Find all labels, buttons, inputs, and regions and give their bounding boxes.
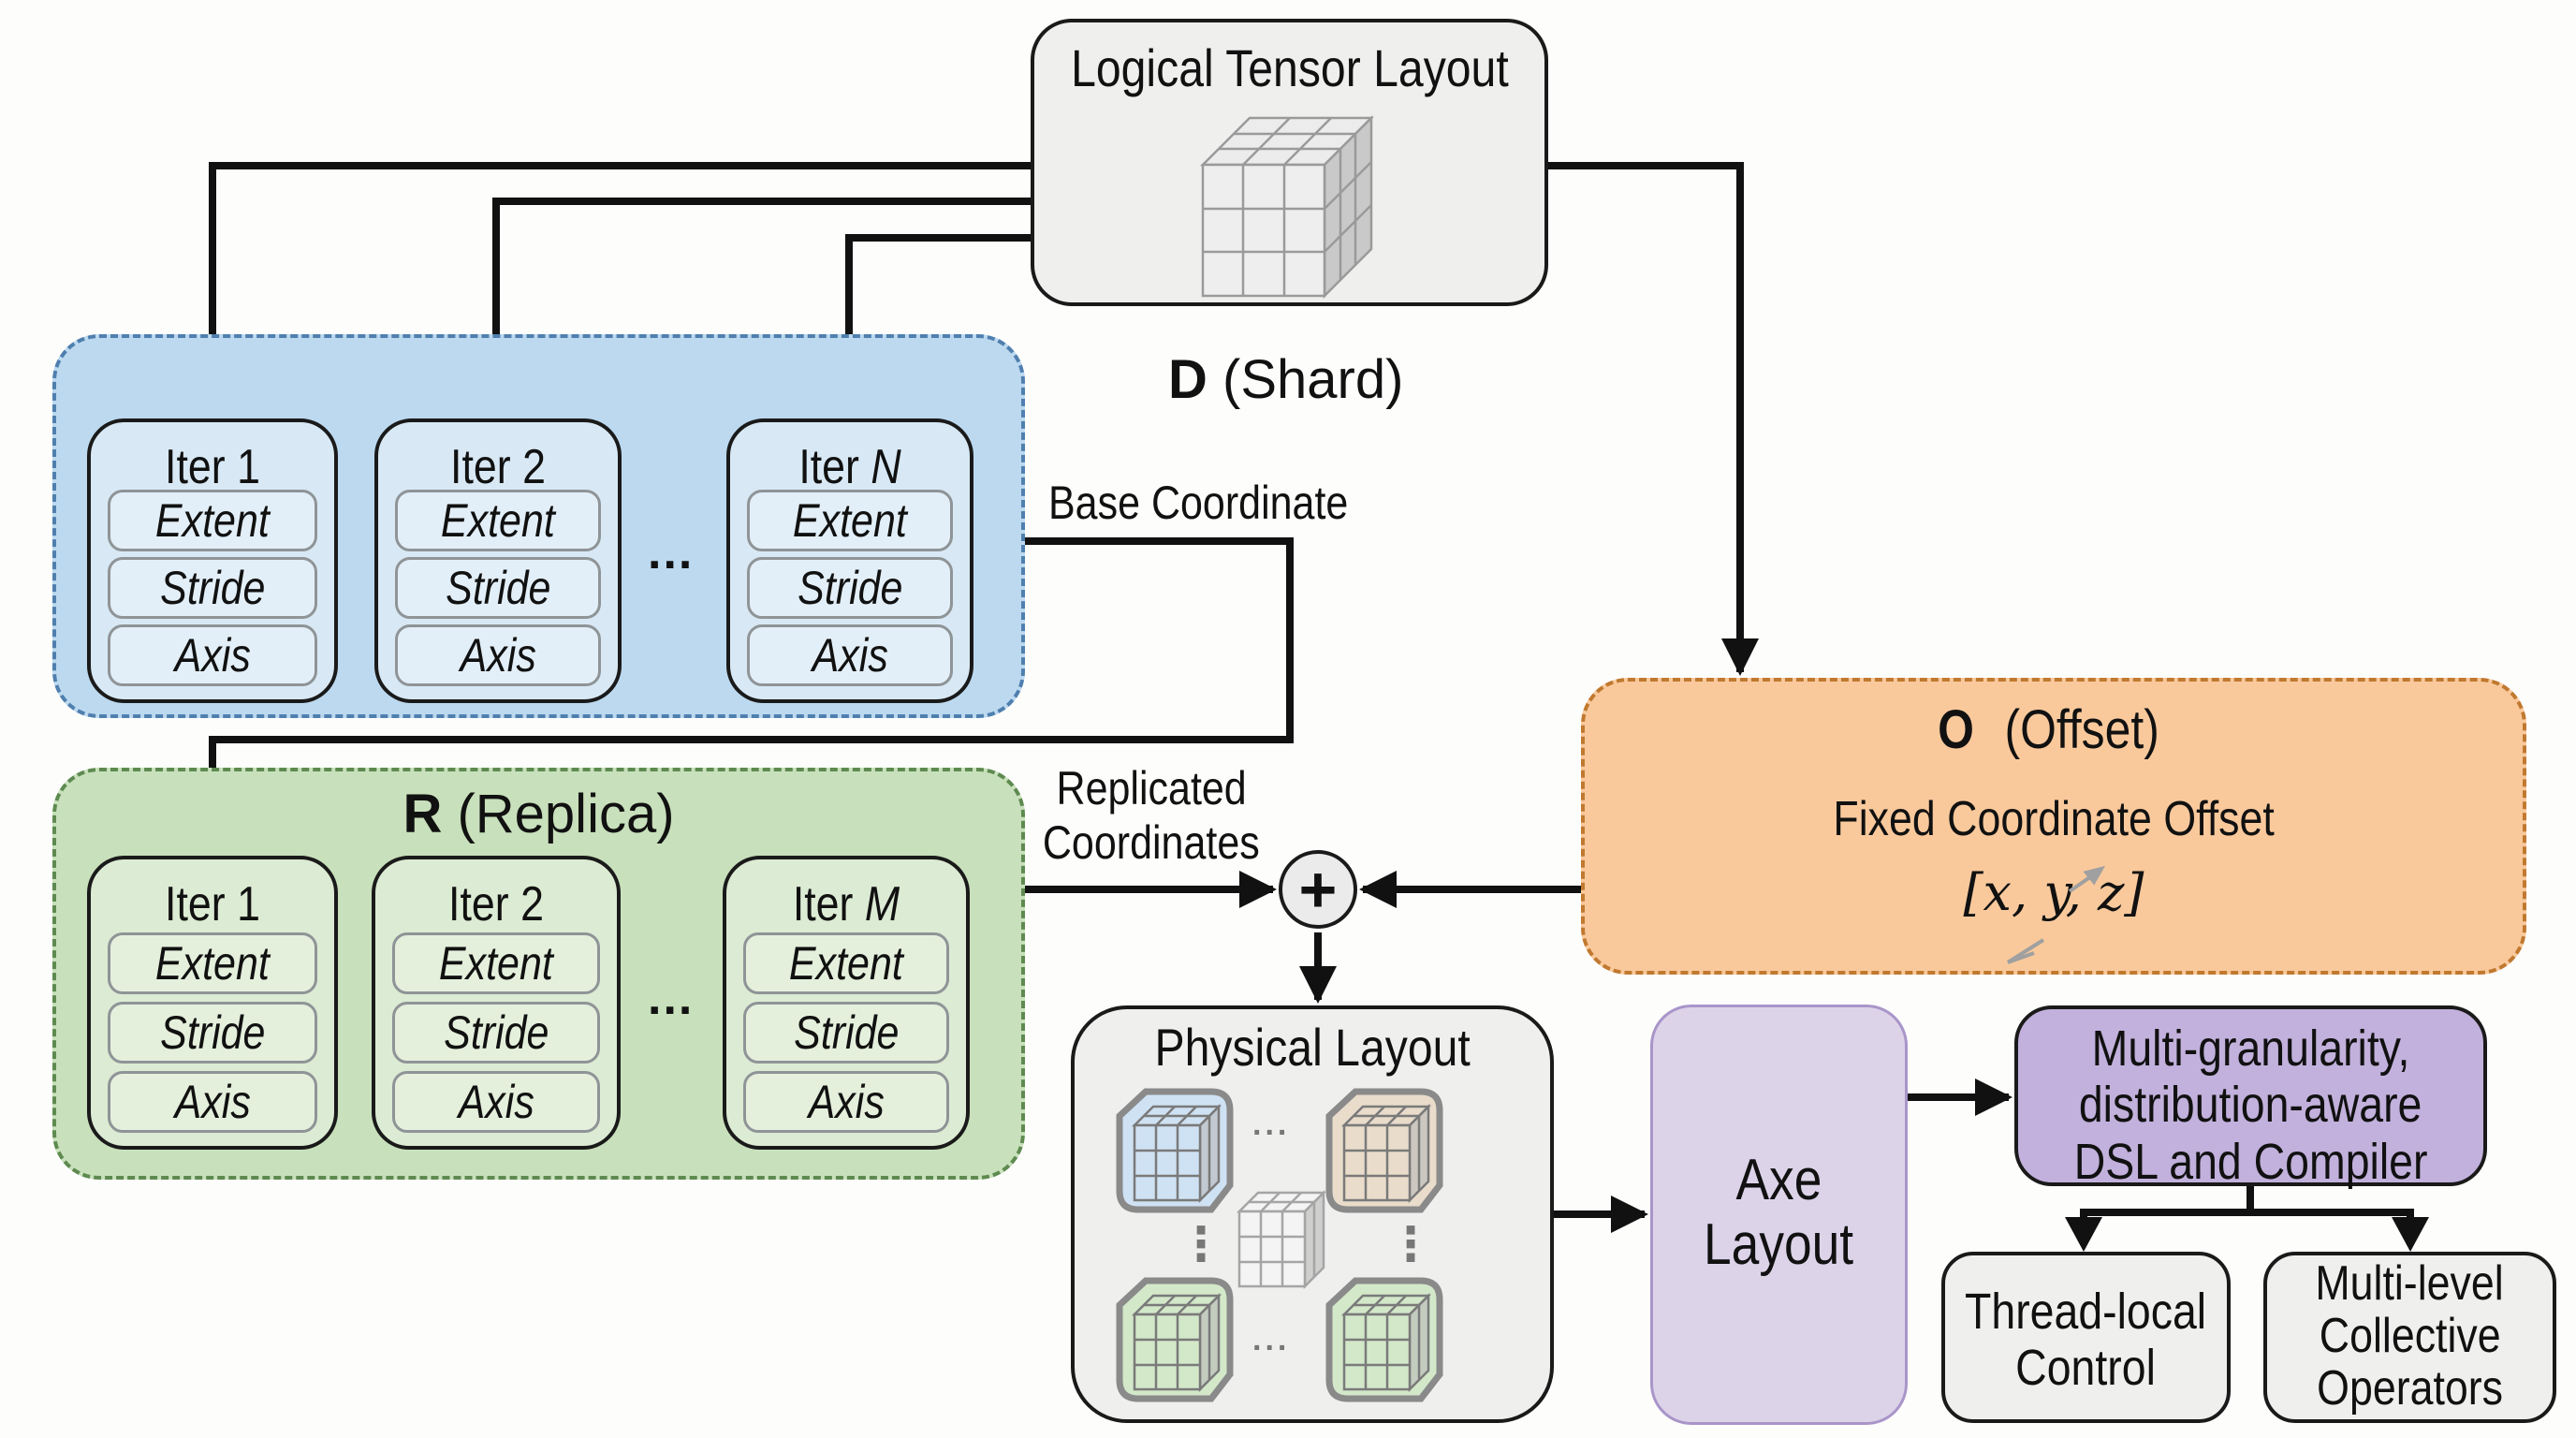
replica-tile-c-cube-icon bbox=[1325, 1277, 1443, 1402]
extent-field: Extent bbox=[392, 932, 600, 994]
plus-icon: + bbox=[1279, 850, 1357, 929]
replica-iter-1[interactable]: Iter 1 Extent Stride Axis bbox=[87, 856, 338, 1150]
extent-field: Extent bbox=[395, 490, 601, 551]
offset-direction-arrows-icon bbox=[2006, 865, 2106, 964]
stride-field: Stride bbox=[392, 1002, 600, 1064]
axe-layout-title: Axe Layout bbox=[1704, 1148, 1854, 1278]
stride-field: Stride bbox=[747, 557, 953, 619]
ellipsis-bottom: ... bbox=[1252, 1322, 1291, 1357]
iter-title: Iter 2 bbox=[450, 440, 546, 494]
offset-title: O (Offset) bbox=[1938, 699, 2160, 760]
extent-field: Extent bbox=[747, 490, 953, 551]
iter-title: Iter M bbox=[792, 877, 900, 932]
logical-tensor-layout-box: Logical Tensor Layout bbox=[1031, 19, 1548, 306]
replica-tile-b-cube-icon bbox=[1116, 1277, 1234, 1402]
base-coordinate-label: Base Coordinate bbox=[1048, 477, 1349, 529]
dsl-compiler-box: Multi-granularity, distribution-aware DS… bbox=[2014, 1005, 2487, 1190]
iter-title: Iter 1 bbox=[165, 877, 260, 932]
shard-tile-cube-icon bbox=[1116, 1088, 1234, 1213]
replicated-coordinates-label: Replicated Coordinates bbox=[1043, 762, 1260, 869]
collective-operators-box: Multi-level Collective Operators bbox=[2263, 1252, 2556, 1423]
thread-local-control-title: Thread-local Control bbox=[1965, 1284, 2207, 1397]
extent-field: Extent bbox=[108, 932, 317, 994]
arrow-dsl-branch bbox=[2080, 1186, 2414, 1245]
stride-field: Stride bbox=[108, 1002, 317, 1064]
extent-field: Extent bbox=[108, 490, 317, 551]
stride-field: Stride bbox=[108, 557, 317, 619]
center-cube-icon bbox=[1236, 1189, 1327, 1290]
stride-field: Stride bbox=[743, 1002, 949, 1064]
stride-field: Stride bbox=[395, 557, 601, 619]
axis-field: Axis bbox=[743, 1071, 949, 1133]
replica-label: R (Replica) bbox=[402, 784, 675, 844]
logical-tensor-layout-title: Logical Tensor Layout bbox=[1070, 38, 1509, 97]
axis-field: Axis bbox=[747, 624, 953, 686]
thread-local-control-box: Thread-local Control bbox=[1941, 1252, 2231, 1423]
arrow-logical-to-shard-iter-1 bbox=[194, 162, 1031, 416]
dsl-compiler-title: Multi-granularity, distribution-aware DS… bbox=[2073, 1020, 2428, 1190]
shard-iter-2[interactable]: Iter 2 Extent Stride Axis bbox=[374, 418, 622, 703]
replica-iter-m[interactable]: Iter M Extent Stride Axis bbox=[723, 856, 970, 1150]
iter-title: Iter 1 bbox=[165, 440, 260, 494]
replica-ellipsis: ... bbox=[648, 971, 695, 1025]
offset-group: O (Offset) Fixed Coordinate Offset [x, y… bbox=[1581, 678, 2526, 975]
axe-layout-box: Axe Layout bbox=[1650, 1005, 1908, 1425]
arrowhead-thread-local bbox=[2065, 1217, 2102, 1252]
iter-title: Iter N bbox=[798, 440, 901, 494]
axis-field: Axis bbox=[108, 624, 317, 686]
offset-subtitle: Fixed Coordinate Offset bbox=[1833, 792, 2275, 846]
extent-field: Extent bbox=[743, 932, 949, 994]
axis-field: Axis bbox=[392, 1071, 600, 1133]
shard-iter-1[interactable]: Iter 1 Extent Stride Axis bbox=[87, 418, 338, 703]
cube-3x3x3-icon bbox=[1199, 114, 1375, 300]
replica-tile-a-cube-icon bbox=[1325, 1088, 1443, 1213]
arrowhead-collective bbox=[2392, 1217, 2429, 1252]
shard-ellipsis: ... bbox=[648, 525, 695, 580]
collective-operators-title: Multi-level Collective Operators bbox=[2315, 1256, 2505, 1416]
offset-vector: [x, y, z] bbox=[1963, 863, 2144, 922]
physical-layout-title: Physical Layout bbox=[1154, 1018, 1471, 1077]
ellipsis-top: ... bbox=[1252, 1107, 1291, 1142]
iter-title: Iter 2 bbox=[448, 877, 544, 932]
shard-label: D (Shard) bbox=[1168, 349, 1404, 410]
ellipsis-right: ⋮ bbox=[1387, 1218, 1434, 1270]
ellipsis-left: ⋮ bbox=[1178, 1218, 1224, 1270]
axis-field: Axis bbox=[108, 1071, 317, 1133]
axis-field: Axis bbox=[395, 624, 601, 686]
shard-iter-n[interactable]: Iter N Extent Stride Axis bbox=[726, 418, 973, 703]
arrow-logical-to-offset bbox=[1548, 162, 1759, 676]
replica-iter-2[interactable]: Iter 2 Extent Stride Axis bbox=[372, 856, 621, 1150]
